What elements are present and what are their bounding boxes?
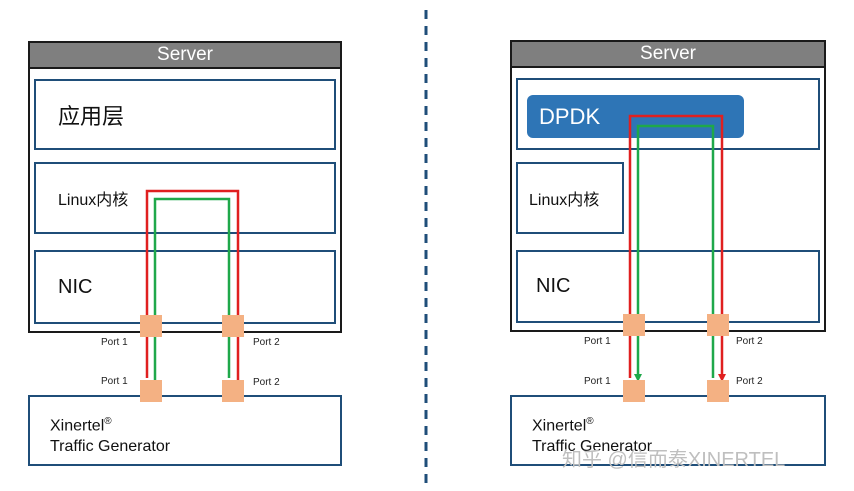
generator-port-1-label: Port 1 — [101, 376, 128, 387]
nic-label: NIC — [58, 275, 93, 298]
server-port-2-label: Port 2 — [253, 337, 280, 348]
tx-path-left — [145, 189, 242, 388]
application-layer-label: 应用层 — [58, 103, 125, 129]
rx-path-right — [634, 124, 715, 382]
generator-name: Traffic Generator — [50, 438, 171, 456]
linux-kernel-box: Linux内核 — [516, 162, 624, 234]
rx-path-left — [151, 197, 231, 388]
linux-kernel-label: Linux内核 — [529, 192, 600, 209]
generator-name: Traffic Generator — [532, 438, 653, 456]
generator-port-2-label: Port 2 — [736, 376, 763, 387]
watermark: 知乎 @信而泰XINERTEL — [562, 449, 786, 471]
registered-mark: ® — [586, 416, 594, 427]
generator-brand: Xinertel — [532, 417, 587, 435]
linux-kernel-label: Linux内核 — [58, 192, 129, 209]
server-port-2-left — [222, 315, 244, 337]
traffic-generator-box-right: Xinertel® Traffic Generator — [510, 395, 826, 466]
application-layer-box: 应用层 — [34, 79, 336, 150]
generator-port-2-right — [707, 380, 729, 402]
server-port-2-label: Port 2 — [736, 336, 763, 347]
server-port-1-left — [140, 315, 162, 337]
nic-box: NIC — [34, 250, 336, 324]
registered-mark: ® — [104, 416, 112, 427]
server-port-1-right — [623, 314, 645, 336]
server-port-2-right — [707, 314, 729, 336]
generator-brand: Xinertel — [50, 417, 105, 435]
dpdk-label: DPDK — [539, 103, 601, 129]
nic-box: NIC — [516, 250, 820, 323]
server-port-1-label: Port 1 — [584, 336, 611, 347]
generator-port-1-left — [140, 380, 162, 402]
server-port-1-label: Port 1 — [101, 337, 128, 348]
generator-port-2-label: Port 2 — [253, 377, 280, 388]
server-title: Server — [512, 42, 824, 68]
generator-port-1-right — [623, 380, 645, 402]
nic-label: NIC — [536, 275, 571, 297]
generator-port-2-left — [222, 380, 244, 402]
generator-port-1-label: Port 1 — [584, 376, 611, 387]
tx-path-right — [628, 114, 726, 382]
server-title: Server — [30, 43, 340, 69]
traffic-generator-box-left: Xinertel® Traffic Generator — [28, 395, 342, 466]
